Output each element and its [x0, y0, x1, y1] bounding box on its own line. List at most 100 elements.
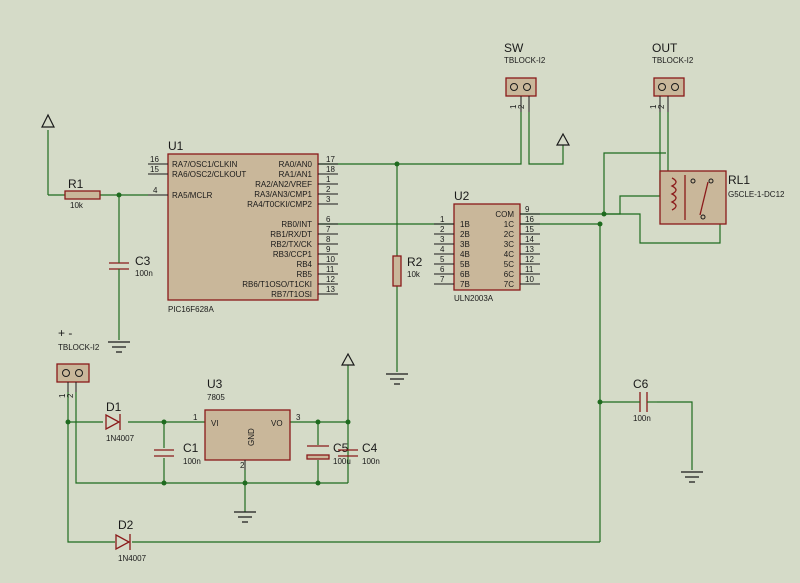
- u1-pin-num: 8: [326, 235, 331, 244]
- u1-pin-num: 9: [326, 245, 331, 254]
- u1-pin-name: RB7/T1OSI: [271, 290, 312, 299]
- u2-pin-num: 13: [525, 245, 534, 254]
- u1-pin-name: RB6/T1OSO/T1CKI: [242, 280, 312, 289]
- u2-pin-num: 12: [525, 255, 534, 264]
- u3-pin-vi: VI: [211, 419, 219, 428]
- d2-diode: D2 1N4007: [115, 518, 147, 563]
- u1-pin-name: RB1/RX/DT: [270, 230, 312, 239]
- u2-pin-name: 5B: [460, 260, 470, 269]
- u1-pin-name: RB4: [296, 260, 312, 269]
- u1-right-pins: 17RA0/AN018RA1/AN11RA2/AN2/VREF2RA3/AN3/…: [242, 155, 338, 299]
- u1-pin-num: 12: [326, 275, 335, 284]
- u2-ref: U2: [454, 189, 470, 203]
- sw-ref: SW: [504, 41, 524, 55]
- c4-capacitor: C4 100n: [338, 441, 380, 466]
- u3-7805: U3 7805 VI VO GND 1 3 2: [193, 377, 301, 470]
- u1-value: PIC16F628A: [168, 305, 214, 314]
- d1-diode: D1 1N4007: [105, 400, 135, 443]
- u2-pin-name: 7C: [504, 280, 514, 289]
- wires: [47, 112, 721, 543]
- u1-pin-name: RA6/OSC2/CLKOUT: [172, 170, 246, 179]
- u2-pin-num: 9: [525, 205, 530, 214]
- u2-pin-num: 2: [440, 225, 445, 234]
- out-terminal-block: OUT TBLOCK-I2 1 2: [649, 41, 694, 112]
- c1-value: 100n: [183, 457, 201, 466]
- u2-pin-name: 1C: [504, 220, 514, 229]
- d1-ref: D1: [106, 400, 122, 414]
- u1-pin-name: RB2/TX/CK: [271, 240, 313, 249]
- c5-ref: C5: [333, 441, 349, 455]
- u2-pin-num: 1: [440, 215, 445, 224]
- out-ref: OUT: [652, 41, 678, 55]
- r1-resistor: R1 10k: [64, 177, 101, 210]
- out-value: TBLOCK-I2: [652, 56, 694, 65]
- u3-value: 7805: [207, 393, 225, 402]
- r2-ref: R2: [407, 255, 423, 269]
- pwr-pin1: 1: [58, 393, 67, 398]
- junctions: [65, 161, 607, 486]
- sw-pin2: 2: [517, 104, 526, 109]
- u2-pin-name: 6B: [460, 270, 470, 279]
- u2-pin-name: 2C: [504, 230, 514, 239]
- c6-capacitor: C6 100n: [630, 377, 657, 423]
- r1-value: 10k: [70, 201, 84, 210]
- u1-pin-num: 15: [150, 165, 159, 174]
- r2-resistor: R2 10k: [392, 255, 423, 287]
- u3-num-gnd: 2: [240, 461, 245, 470]
- u2-pin-name: 2B: [460, 230, 470, 239]
- u1-pin-num: 1: [326, 175, 331, 184]
- u1-pin-num: 13: [326, 285, 335, 294]
- u1-pin-name: RA1/AN1: [279, 170, 313, 179]
- c5-value: 100u: [333, 457, 351, 466]
- power-terminal-block: + - TBLOCK-I2 1 2: [56, 326, 100, 398]
- u1-pin-num: 7: [326, 225, 331, 234]
- u1-pin-num: 6: [326, 215, 331, 224]
- u2-pin-num: 3: [440, 235, 445, 244]
- u3-ref: U3: [207, 377, 223, 391]
- u1-ref: U1: [168, 139, 184, 153]
- u2-pin-num: 15: [525, 225, 534, 234]
- u1-pin-name: RA0/AN0: [279, 160, 313, 169]
- u2-value: ULN2003A: [454, 294, 494, 303]
- u2-pin-num: 16: [525, 215, 534, 224]
- u1-pin-num: 18: [326, 165, 335, 174]
- u1-pin-num: 10: [326, 255, 335, 264]
- out-pin1: 1: [649, 104, 658, 109]
- d2-ref: D2: [118, 518, 134, 532]
- c6-ref: C6: [633, 377, 649, 391]
- r1-ref: R1: [68, 177, 84, 191]
- rl1-value: G5CLE-1-DC12: [728, 190, 785, 199]
- u1-pin-name: RB3/CCP1: [273, 250, 313, 259]
- u2-pin-num: 4: [440, 245, 445, 254]
- u1-pin-name: RA4/T0CKI/CMP2: [247, 200, 312, 209]
- c1-capacitor: C1 100n: [154, 441, 201, 466]
- u1-pin-name: RB5: [296, 270, 312, 279]
- c4-value: 100n: [362, 457, 380, 466]
- pwr-pin2: 2: [66, 393, 75, 398]
- u3-num-vi: 1: [193, 413, 198, 422]
- ground-icon: [108, 341, 703, 523]
- u2-pin-name: 1B: [460, 220, 470, 229]
- u1-pin-name: RA3/AN3/CMP1: [254, 190, 312, 199]
- u2-pin-name: 7B: [460, 280, 470, 289]
- u1-pin-name: RB0/INT: [281, 220, 312, 229]
- rl1-relay: RL1 G5CLE-1-DC12: [659, 170, 785, 225]
- r2-value: 10k: [407, 270, 421, 279]
- u3-pin-vo: VO: [271, 419, 283, 428]
- u2-pin-name: 3C: [504, 240, 514, 249]
- u1-pin-num: 3: [326, 195, 331, 204]
- u1-pin-num: 2: [326, 185, 331, 194]
- u1-pic16f628a: U1 PIC16F628A 16 15 4 RA7/OSC1/CLKIN RA6…: [148, 139, 338, 314]
- d2-value: 1N4007: [118, 554, 147, 563]
- u2-pin-num: 6: [440, 265, 445, 274]
- u1-pin-num: 4: [153, 186, 158, 195]
- pwr-polarity: + -: [58, 326, 72, 340]
- c3-capacitor: C3 100n: [109, 254, 153, 278]
- sw-value: TBLOCK-I2: [504, 56, 546, 65]
- u2-pin-name: COM: [495, 210, 514, 219]
- u3-num-vo: 3: [296, 413, 301, 422]
